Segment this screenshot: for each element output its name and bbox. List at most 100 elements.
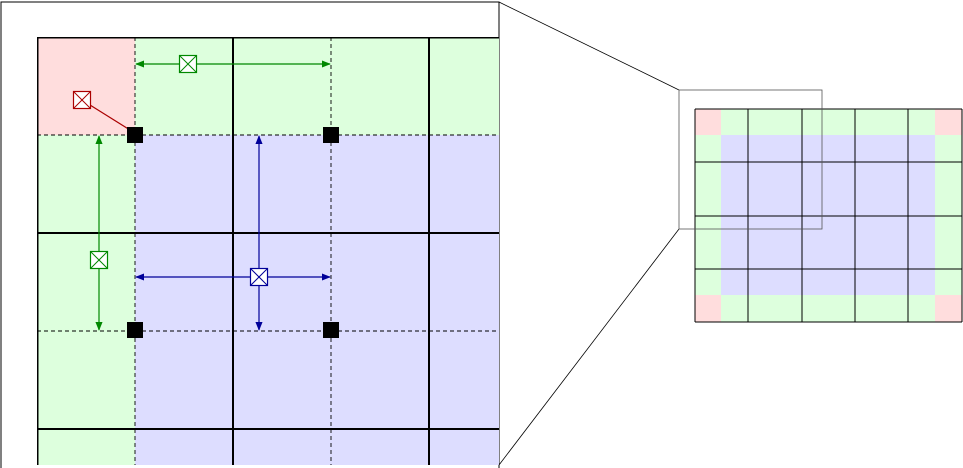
zoom-region-cell: [429, 429, 499, 465]
zoom-dashed-lines: [37, 37, 499, 465]
zoom-window-outline: [678, 89, 823, 230]
overview-region-cell: [721, 189, 748, 216]
zoom-region-cell: [429, 331, 499, 429]
overview-region-cell: [882, 269, 908, 295]
overview-region-cell: [935, 135, 962, 162]
zoom-region-cell: [135, 429, 233, 465]
overview-region-cell: [748, 269, 775, 295]
overview-region-cell: [775, 295, 802, 322]
overview-region-cell: [748, 242, 775, 269]
zoom-annotations: [72, 54, 339, 338]
overview-region-cell: [721, 295, 748, 322]
overview-region-cell: [908, 162, 935, 189]
overview-region-cell: [695, 135, 721, 162]
overview-region-cell: [828, 135, 855, 162]
zoom-region-cell: [429, 233, 499, 331]
overview-region-cell: [748, 109, 775, 135]
overview-region-cell: [908, 109, 935, 135]
filled-square-icon: [323, 127, 339, 143]
overview-region-cell: [802, 189, 828, 216]
top-edge-sample-icon: [178, 54, 198, 74]
overview-grid: [678, 89, 963, 323]
overview-region-cell: [802, 162, 828, 189]
overview-region-cell: [855, 135, 882, 162]
overview-region-cell: [855, 216, 882, 242]
zoom-region-cell: [331, 37, 429, 135]
overview-region-cell: [935, 295, 962, 322]
overview-region-cell: [748, 295, 775, 322]
overview-region-cell: [908, 135, 935, 162]
overview-region-cell: [882, 216, 908, 242]
overview-region-cell: [828, 189, 855, 216]
overview-region-cell: [748, 189, 775, 216]
zoom-region-cell: [233, 331, 331, 429]
overview-region-cell: [802, 295, 828, 322]
zoom-region-cell: [429, 135, 499, 233]
overview-region-cell: [828, 109, 855, 135]
zoom-region-cell: [331, 429, 429, 465]
zoom-region-cell: [233, 429, 331, 465]
zoom-region-cell: [135, 135, 233, 233]
overview-region-cell: [721, 269, 748, 295]
zoom-region-cell: [37, 429, 135, 465]
overview-region-cell: [855, 189, 882, 216]
overview-region-cell: [695, 109, 721, 135]
overview-region-cell: [882, 162, 908, 189]
overview-region-cell: [828, 216, 855, 242]
boxed-x-icon-stroke: [250, 268, 268, 286]
overview-region-cell: [908, 269, 935, 295]
overview-region-cell: [802, 269, 828, 295]
overview-region-cell: [855, 242, 882, 269]
overview-region-cell: [882, 295, 908, 322]
overview-region-cell: [935, 269, 962, 295]
boxed-x-icon-stroke: [90, 251, 108, 269]
overview-region-cell: [775, 109, 802, 135]
overview-region-cell: [695, 242, 721, 269]
overview-region-cell: [748, 135, 775, 162]
zoom-region-cell: [331, 331, 429, 429]
zoom-region-cell: [233, 135, 331, 233]
zoom-region-cell: [233, 233, 331, 331]
overview-region-cell: [775, 269, 802, 295]
zoom-connector-top: [498, 1, 680, 91]
overview-region-fills: [695, 109, 962, 322]
overview-region-cell: [775, 162, 802, 189]
overview-region-cell: [775, 135, 802, 162]
filled-square-icon: [127, 322, 143, 338]
zoom-region-cell: [429, 37, 499, 135]
overview-region-cell: [775, 189, 802, 216]
overview-grid-lines: [694, 108, 963, 323]
filled-square-icon: [323, 322, 339, 338]
overview-region-cell: [855, 109, 882, 135]
overview-region-cell: [695, 295, 721, 322]
overview-region-cell: [882, 189, 908, 216]
zoom-region-cell: [37, 135, 135, 233]
overview-region-cell: [828, 295, 855, 322]
overview-region-cell: [908, 295, 935, 322]
overview-region-cell: [908, 216, 935, 242]
zoom-region-cell: [135, 331, 233, 429]
zoom-grid-lines: [37, 37, 499, 465]
overview-region-cell: [828, 242, 855, 269]
overview-region-cell: [828, 162, 855, 189]
zoom-connectors: [498, 1, 680, 466]
overview-region-cell: [721, 135, 748, 162]
zoom-connector-bottom: [498, 228, 680, 466]
overview-region-cell: [775, 242, 802, 269]
zoom-region-cell: [135, 37, 233, 135]
boxed-x-icon-stroke: [179, 55, 197, 73]
zoom-region-fills: [37, 37, 499, 465]
overview-region-cell: [721, 109, 748, 135]
overview-region-cell: [802, 242, 828, 269]
zoom-region-cell: [233, 37, 331, 135]
overview-region-cell: [855, 295, 882, 322]
overview-region-cell: [721, 162, 748, 189]
overview-region-cell: [935, 189, 962, 216]
overview-region-cell: [908, 242, 935, 269]
zoom-region-cell: [37, 331, 135, 429]
overview-region-cell: [882, 242, 908, 269]
overview-region-cell: [882, 109, 908, 135]
overview-region-cell: [855, 269, 882, 295]
zoom-region-cell: [135, 233, 233, 331]
